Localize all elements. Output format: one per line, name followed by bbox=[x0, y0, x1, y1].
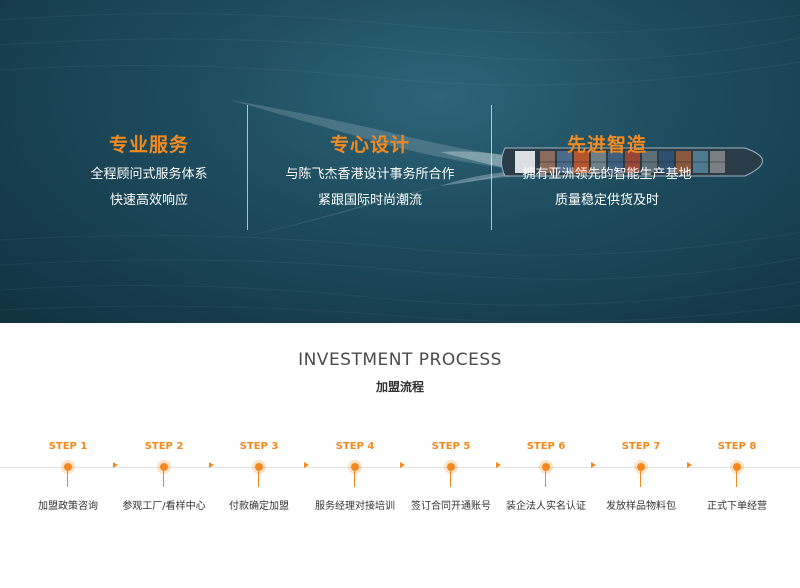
feature-divider bbox=[247, 105, 248, 230]
sea-background-image bbox=[230, 100, 763, 240]
arrow-right-icon bbox=[209, 462, 214, 468]
step-name: 付款确定加盟 bbox=[229, 501, 289, 512]
arrow-right-icon bbox=[113, 462, 118, 468]
feature-line: 与陈飞杰香港设计事务所合作 bbox=[285, 167, 455, 182]
feature-line: 质量稳定供货及时 bbox=[554, 193, 659, 208]
process-step-2: STEP 2 参观工厂/看样中心 bbox=[116, 440, 212, 512]
feature-line: 拥有亚洲领先的智能生产基地 bbox=[522, 167, 692, 182]
process-step-5: STEP 5 签订合同开通账号 bbox=[403, 440, 499, 512]
step-name: 正式下单经营 bbox=[707, 501, 767, 512]
arrow-right-icon bbox=[687, 462, 692, 468]
feature-professional-service: 专业服务 全程顾问式服务体系 快速高效响应 bbox=[50, 105, 248, 230]
process-subtitle: 加盟流程 bbox=[375, 380, 424, 394]
step-dot-icon bbox=[542, 463, 550, 471]
step-name: 参观工厂/看样中心 bbox=[122, 501, 206, 512]
feature-title: 专心设计 bbox=[329, 134, 410, 156]
step-label: STEP 6 bbox=[526, 441, 566, 452]
step-name: 加盟政策咨询 bbox=[38, 501, 98, 512]
step-connector bbox=[545, 471, 546, 487]
hero-banner: 专业服务 全程顾问式服务体系 快速高效响应 专心设计 与陈飞杰香港设计事务所合作… bbox=[0, 0, 800, 323]
arrow-right-icon bbox=[591, 462, 596, 468]
feature-line: 快速高效响应 bbox=[109, 193, 188, 208]
process-step-7: STEP 7 发放样品物料包 bbox=[593, 440, 689, 512]
process-step-6: STEP 6 装企法人实名认证 bbox=[498, 440, 594, 512]
step-dot-icon bbox=[160, 463, 168, 471]
process-step-4: STEP 4 服务经理对接培训 bbox=[307, 440, 403, 512]
step-dot-icon bbox=[447, 463, 455, 471]
step-name: 装企法人实名认证 bbox=[506, 501, 586, 512]
process-step-1: STEP 1 加盟政策咨询 bbox=[20, 440, 116, 512]
step-connector bbox=[354, 471, 355, 487]
step-label: STEP 3 bbox=[239, 441, 279, 452]
process-step-8: STEP 8 正式下单经营 bbox=[689, 440, 785, 512]
step-connector bbox=[67, 471, 68, 487]
feature-list: 专业服务 全程顾问式服务体系 快速高效响应 专心设计 与陈飞杰香港设计事务所合作… bbox=[0, 105, 800, 230]
step-name: 发放样品物料包 bbox=[606, 501, 676, 512]
feature-title: 专业服务 bbox=[108, 134, 189, 156]
step-dot-icon bbox=[351, 463, 359, 471]
arrow-right-icon bbox=[400, 462, 405, 468]
feature-line: 紧跟国际时尚潮流 bbox=[317, 193, 422, 208]
feature-divider bbox=[491, 105, 492, 230]
step-connector bbox=[258, 471, 259, 487]
feature-dedicated-design: 专心设计 与陈飞杰香港设计事务所合作 紧跟国际时尚潮流 bbox=[248, 105, 492, 230]
step-label: STEP 5 bbox=[431, 441, 471, 452]
step-label: STEP 4 bbox=[335, 441, 375, 452]
process-step-3: STEP 3 付款确定加盟 bbox=[211, 440, 307, 512]
ship-wake bbox=[230, 100, 520, 240]
step-name: 签订合同开通账号 bbox=[411, 501, 491, 512]
arrow-right-icon bbox=[496, 462, 501, 468]
step-name: 服务经理对接培训 bbox=[315, 501, 395, 512]
step-label: STEP 8 bbox=[717, 441, 757, 452]
cargo-ship-icon bbox=[501, 147, 763, 177]
feature-advanced-manufacturing: 先进智造 拥有亚洲领先的智能生产基地 质量稳定供货及时 bbox=[492, 105, 722, 230]
step-label: STEP 1 bbox=[48, 441, 88, 452]
step-connector bbox=[736, 471, 737, 487]
feature-title: 先进智造 bbox=[566, 134, 647, 156]
process-title: INVESTMENT PROCESS bbox=[298, 350, 502, 370]
step-label: STEP 2 bbox=[144, 441, 184, 452]
step-label: STEP 7 bbox=[621, 441, 661, 452]
step-dot-icon bbox=[733, 463, 741, 471]
step-dot-icon bbox=[255, 463, 263, 471]
feature-line: 全程顾问式服务体系 bbox=[90, 167, 208, 182]
step-connector bbox=[640, 471, 641, 487]
step-connector bbox=[450, 471, 451, 487]
arrow-right-icon bbox=[304, 462, 309, 468]
step-dot-icon bbox=[637, 463, 645, 471]
step-dot-icon bbox=[64, 463, 72, 471]
step-connector bbox=[163, 471, 164, 487]
